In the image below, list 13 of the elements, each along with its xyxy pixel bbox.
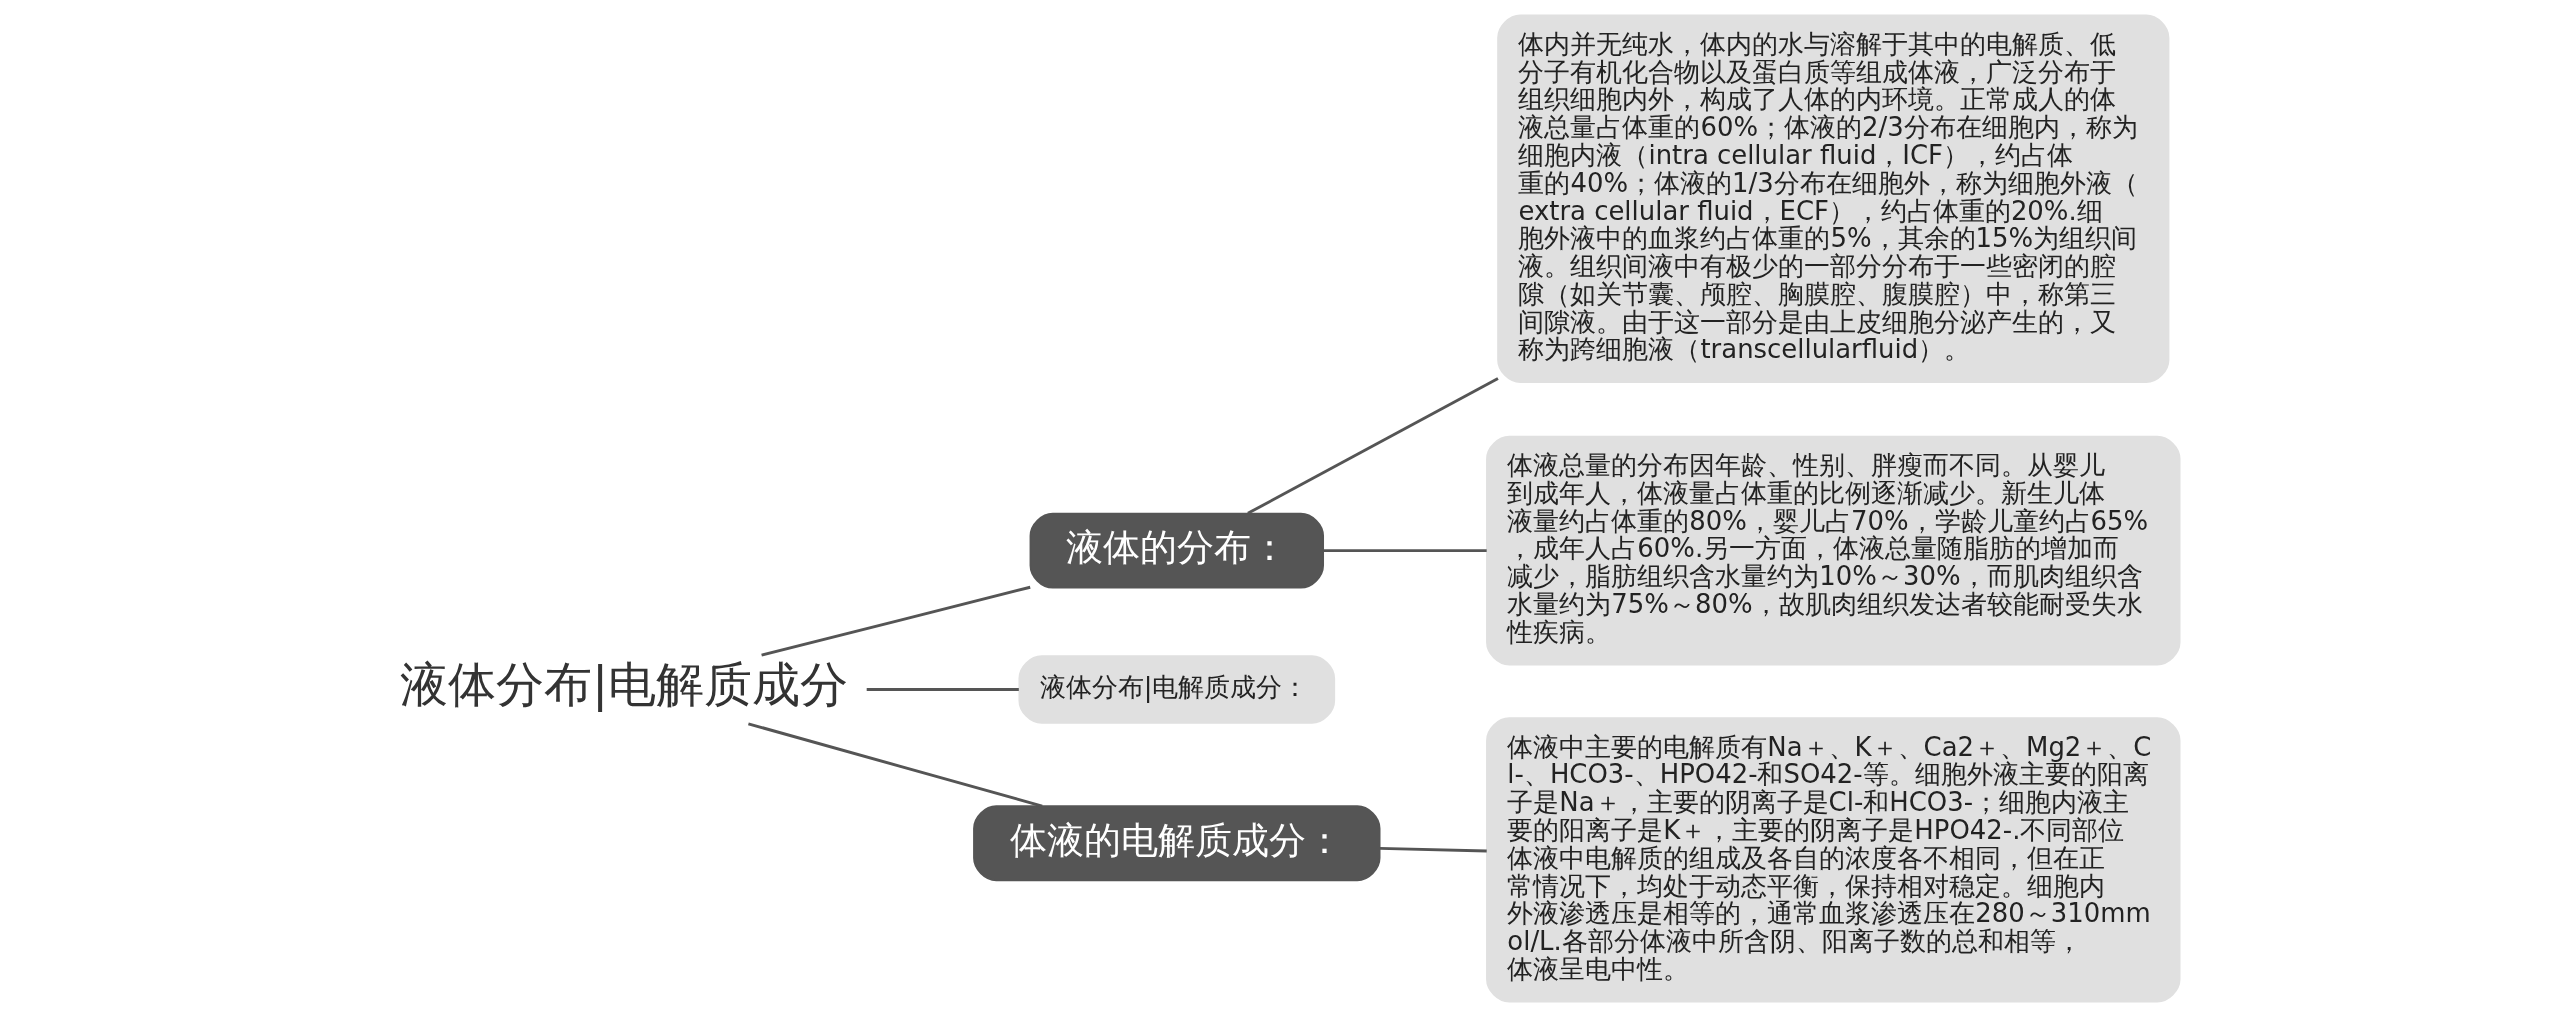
connector [760,585,1031,657]
node-box: 体液的电解质成分： [972,805,1380,882]
node-box: 液体分布|电解质成分： [1017,655,1335,724]
connector [1379,846,1487,853]
node-box: 体内并无纯水，体内的水与溶解于其中的电解质、低分子有机化合物以及蛋白质等组成体液，广泛分布于组织细胞内外，构成了人体的内环境。正常成人的体液总量占体重的60%；体液的2/3分布在细胞内，称为细胞内液（intra cellular fluid，ICF），约占体重的40%；体液的1/3分布在细胞外，称为细胞外液（extra cellular fluid，ECF），约占体重的20%.细胞外液中的血浆约占体重的5%，其余的15%为组织间液。组织间液中有极少的一部分分布于一些密闭的腔隙（如关节囊、颅腔、胸膜腔、腹膜腔）中，称第三间隙液。由于这一部分是由上皮细胞分泌产生的，又称为跨细胞液（transcellularfluid）。 [1496,14,2169,384]
node-box: 液体的分布： [1029,512,1324,589]
connector [1323,549,1487,553]
connector [866,688,1019,691]
node-box: 体液中主要的电解质有Na＋、K＋、Ca2＋、Mg2＋、Cl-、HCO3-、HPO42-和SO42-等。细胞外液主要的阳离子是Na＋，主要的阴离子是Cl-和HCO3-；细胞内液主要的阳离子是K＋，主要的阴离子是HPO42-.不同部位体液中电解质的组成及各自的浓度各不相同，但在正常情况下，均处于动态平衡，保持相对稳定。细胞内外液渗透压是相等的，通常血浆渗透压在280～310mmol/L.各部分体液中所含阴、阳离子数的总和相等，体液呈电中性。 [1485,717,2180,1003]
node-text: 液体分布|电解质成分 [399,656,848,713]
connector [1246,377,1499,515]
node-box: 体液总量的分布因年龄、性别、胖瘦而不同。从婴儿到成年人，体液量占体重的比例逐渐减少。新生儿体液量约占体重的80%，婴儿占70%，学龄儿童约占65%，成年人占60%.另一方面，体液总量随脂肪的增加而减少，脂肪组织含水量约为10%～30%，而肌肉组织含水量约为75%～80%，故肌肉组织发达者较能耐受失水性疾病。 [1485,435,2180,666]
connector [747,722,1043,808]
